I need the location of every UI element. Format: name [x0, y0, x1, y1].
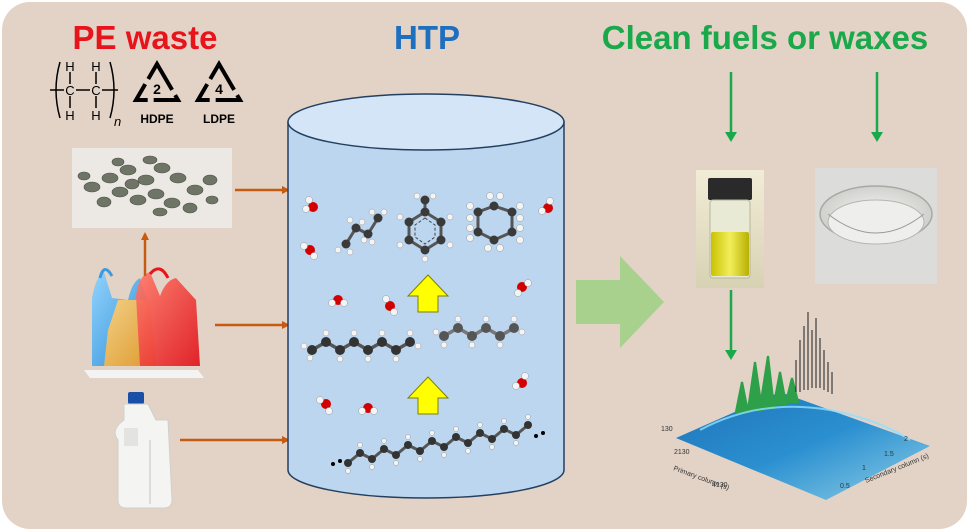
orange-arrows [141, 186, 290, 444]
milk-jug-image [114, 392, 173, 509]
aromatic-molecule [396, 192, 454, 263]
tick-secondary-2: 1.5 [884, 451, 894, 458]
polyethylene-chain [331, 414, 545, 474]
process-arrow-icon [576, 256, 664, 348]
atom-h: H [65, 59, 74, 74]
water-molecules [300, 196, 554, 415]
atom-c: C [65, 83, 74, 98]
svg-text:2: 2 [153, 81, 161, 97]
polymer-subscript: n [114, 114, 121, 129]
atom-h: H [65, 108, 74, 123]
atom-h: H [91, 108, 100, 123]
pe-pellets-image [72, 148, 232, 228]
heading-clean-fuels: Clean fuels or waxes [602, 19, 928, 56]
tick-secondary-1: 2 [904, 436, 908, 443]
green-arrows [729, 72, 879, 352]
tick-primary-2: 2130 [674, 449, 690, 456]
svg-text:LDPE: LDPE [203, 112, 235, 126]
alkane-molecule [334, 208, 388, 256]
green-arrowheads [725, 132, 883, 360]
svg-text:HDPE: HDPE [140, 112, 173, 126]
tick-primary-1: 130 [661, 426, 673, 433]
heading-htp: HTP [394, 19, 460, 56]
alkane-chain-short [432, 315, 526, 349]
wax-dish-image [815, 168, 937, 284]
plastic-bags-image [84, 267, 204, 378]
tick-secondary-4: 0.5 [840, 483, 850, 490]
yellow-up-arrows [406, 274, 450, 415]
atom-c: C [91, 83, 100, 98]
cyclic-molecule [466, 192, 524, 252]
recycle-ldpe-icon: 4 LDPE [194, 60, 244, 126]
fuel-vial-image [696, 170, 764, 288]
atom-h: H [91, 59, 100, 74]
svg-text:4: 4 [215, 81, 223, 97]
heading-pe-waste: PE waste [73, 19, 218, 56]
alkane-chain-medium [300, 329, 422, 363]
recycle-hdpe-icon: 2 HDPE [132, 60, 182, 126]
polyethylene-structure: H H C C H H n [50, 59, 121, 129]
tick-primary-3: 4130 [712, 482, 728, 489]
tick-secondary-3: 1 [862, 465, 866, 472]
